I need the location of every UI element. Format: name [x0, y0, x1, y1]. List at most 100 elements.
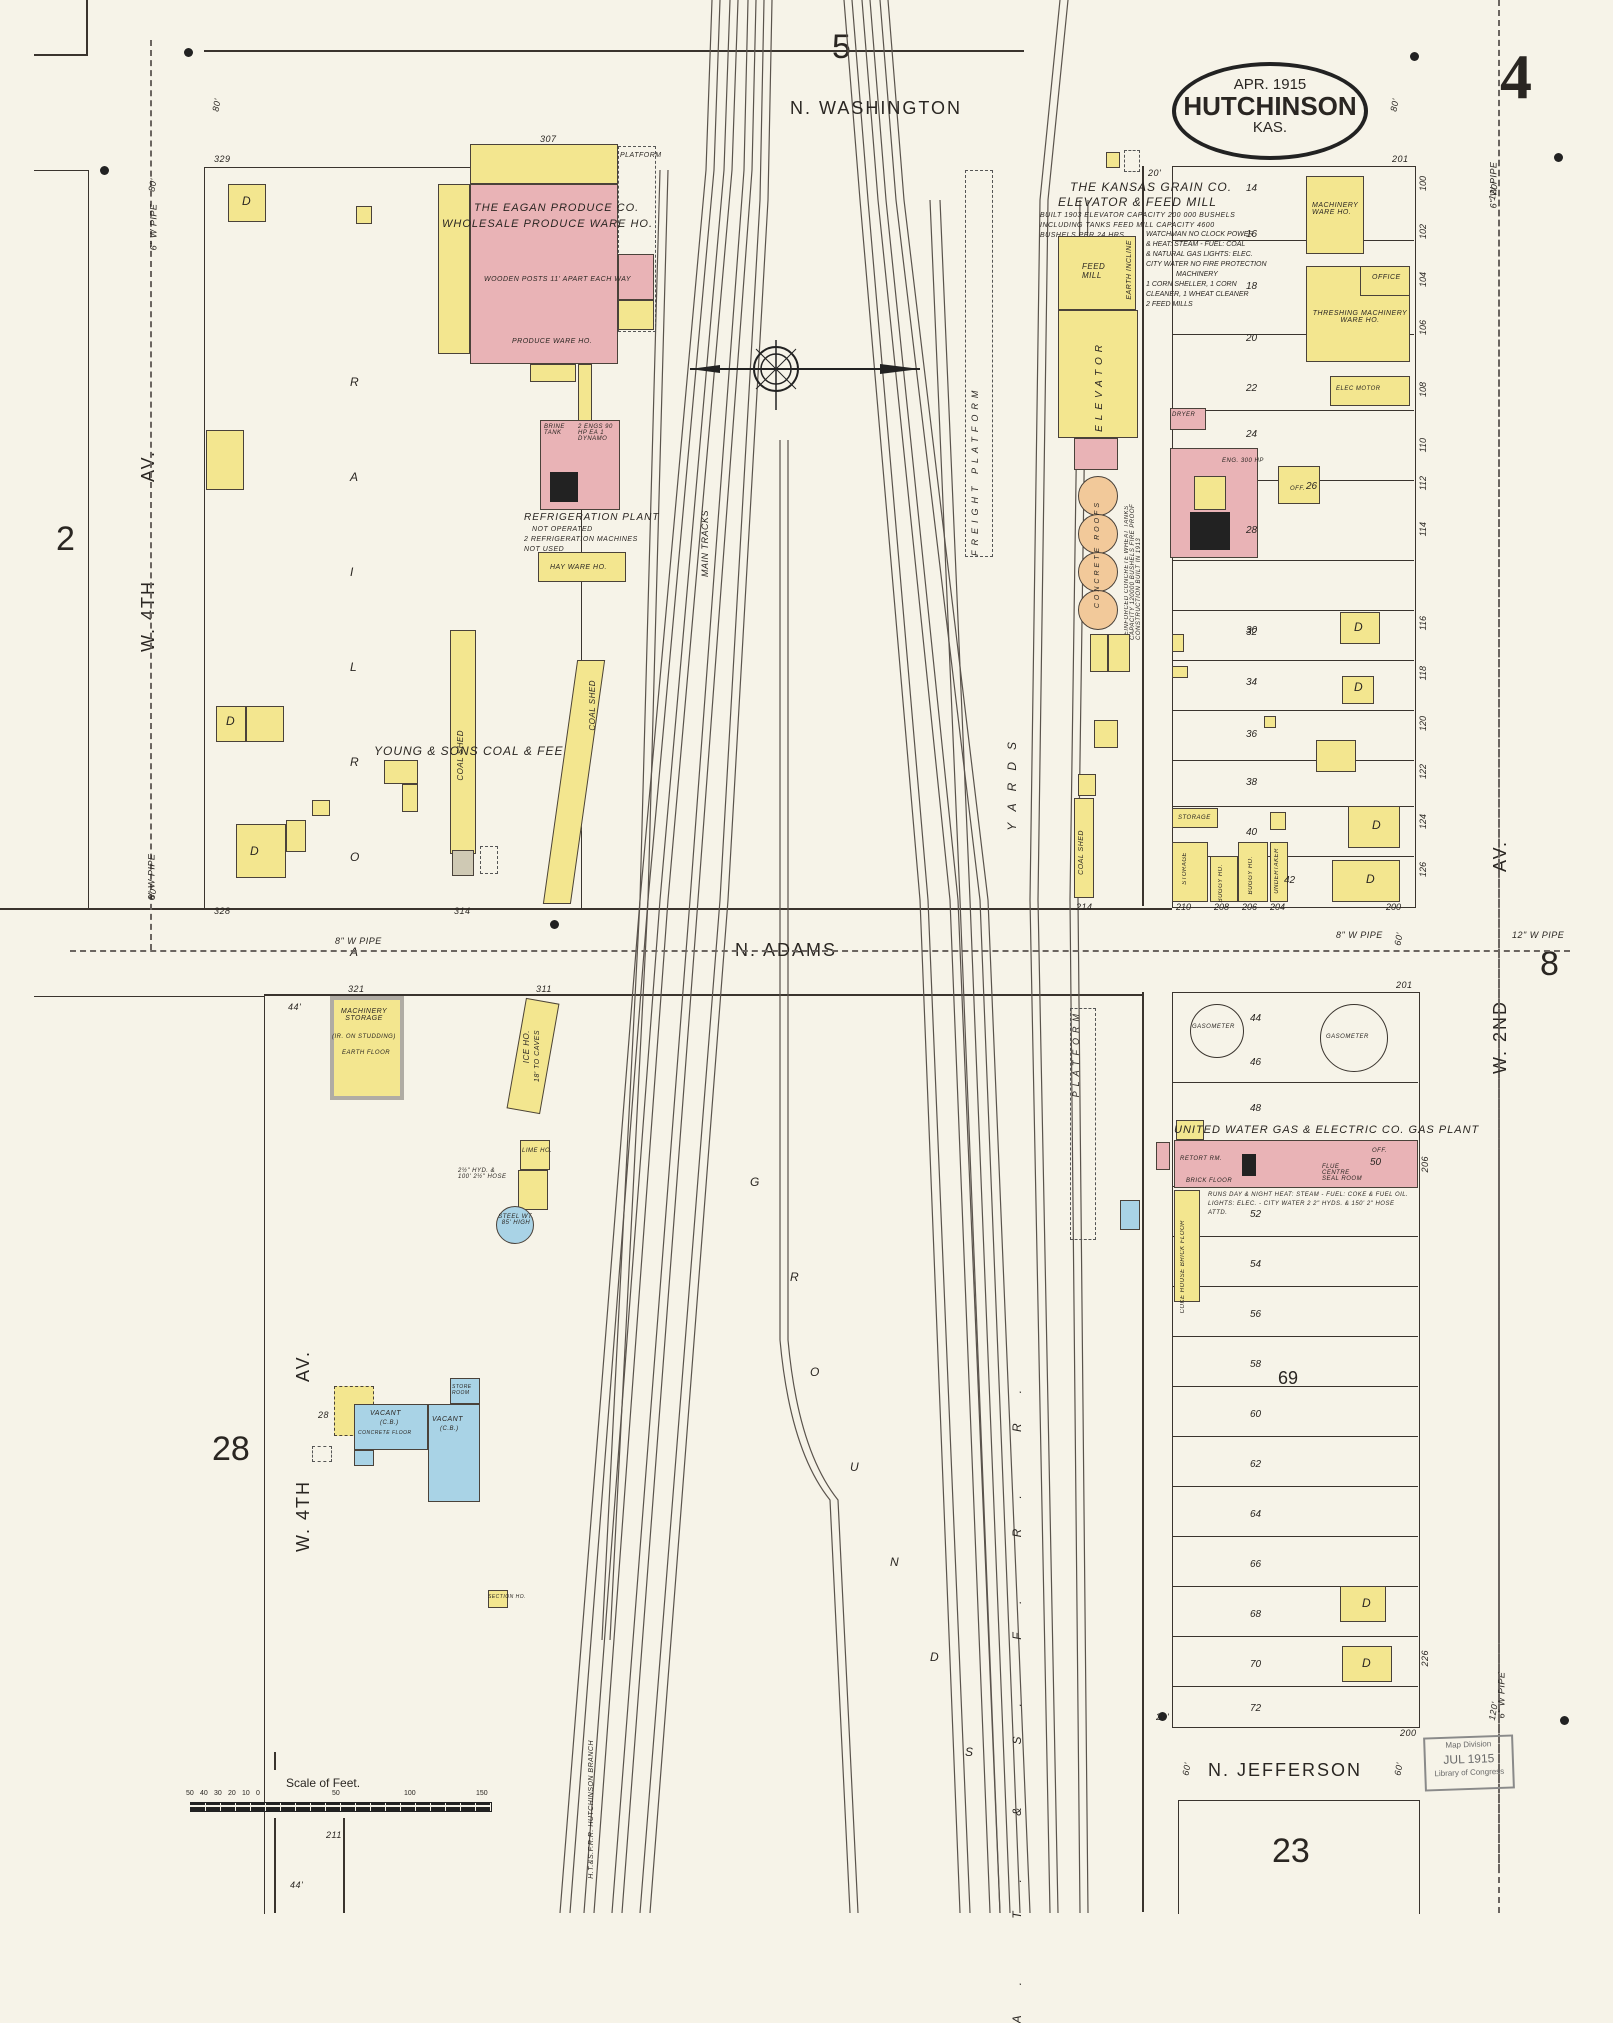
machinery-warehouse-label: MACHINERY WARE HO. [1312, 202, 1359, 216]
address-328: 328 [214, 906, 231, 916]
elevator [1058, 310, 1138, 438]
kansas-grain-sub: ELEVATOR & FEED MILL [1058, 195, 1217, 209]
street-av-top: AV. [138, 450, 158, 483]
pump-house [518, 1170, 548, 1210]
coal-shed-east-label: COAL SHED [588, 680, 597, 731]
label-spur-note: H.T.&S.F.R.R. HUTCHINSON BRANCH [588, 1740, 595, 1879]
machinery-storage [330, 996, 404, 1100]
adjacent-sheet-bottom-left: 28 [212, 1430, 250, 1468]
coke-house [1174, 1190, 1200, 1302]
refrigeration-brine: BRINE TANK [544, 424, 565, 436]
dwelling-70-label: D [1362, 1656, 1372, 1670]
gas-block-edge [1142, 992, 1144, 1912]
kansas-grain-name: THE KANSAS GRAIN CO. [1070, 180, 1233, 194]
railroad-tracks [559, 0, 1089, 1913]
eagan-east-annex [618, 254, 654, 300]
street-w-2nd: W. 2ND [1490, 1000, 1510, 1075]
address-201: 201 [1392, 154, 1409, 164]
earth-incline-label: EARTH INCLINE [1126, 240, 1133, 300]
address-200: 200 [1400, 1728, 1417, 1738]
library-stamp: Map Division JUL 1915 Library of Congres… [1423, 1734, 1515, 1792]
eagan-connector [578, 364, 592, 424]
machinery-storage-floor: EARTH FLOOR [342, 1050, 391, 1056]
address-329: 329 [214, 154, 231, 164]
grain-shed-3 [1078, 774, 1096, 796]
grain-block-edge [1142, 166, 1144, 906]
eagan-small-shed [530, 364, 576, 382]
young-sons-small-building [384, 760, 418, 784]
address-226: 226 [1420, 1650, 1430, 1667]
storage-north [1172, 808, 1218, 828]
threshing-warehouse-label: THRESHING MACHINERY WARE HO. [1312, 310, 1408, 324]
machinery-warehouse [1306, 176, 1364, 254]
freight-platform: FREIGHT PLATFORM [965, 170, 993, 557]
block-number: 69 [1278, 1368, 1299, 1388]
elevator-engine-room [1074, 438, 1118, 470]
grain-small-shed-4 [1094, 720, 1118, 748]
street-av-bottom: AV. [293, 1350, 313, 1383]
section-house [488, 1590, 508, 1608]
vacant-building-1 [354, 1404, 428, 1450]
cartouche-date: APR. 1915 [1233, 76, 1307, 93]
office-26-label: OFF. [1290, 486, 1305, 492]
eagan-posts-note: WOODEN POSTS 11' APART EACH WAY [484, 276, 632, 283]
adams-south-edge [264, 994, 1144, 996]
steel-tank-label: STEEL WT. 85' HIGH [498, 1214, 534, 1226]
eagan-side-annex [438, 184, 470, 354]
refrigeration-note2: 2 REFRIGERATION MACHINES [524, 536, 638, 543]
threshing-warehouse [1306, 266, 1410, 362]
dim-20-bottom: 20' [1156, 1712, 1170, 1722]
gas-plant-name: UNITED WATER GAS & ELECTRIC CO. GAS PLAN… [1174, 1124, 1480, 1136]
scale-ref-line-1 [274, 1752, 276, 1770]
threshing-office-label: OFFICE [1372, 274, 1401, 281]
eagan-platform-label: PLATFORM [620, 152, 662, 159]
vacant-2-sub: (C.B.) [440, 1426, 459, 1432]
platform-south: PLATFORM [1070, 1008, 1096, 1240]
cartouche-city: HUTCHINSON [1183, 91, 1357, 121]
kansas-grain-note-1: BUILT 1903 ELEVATOR CAPACITY 200 000 BUS… [1040, 212, 1236, 219]
street-n-washington: N. WASHINGTON [790, 98, 963, 118]
grain-small-shed-1 [1090, 634, 1108, 672]
dim-44-top: 44' [288, 1002, 302, 1012]
lime-house [520, 1140, 550, 1170]
refrigeration-name: REFRIGERATION PLANT [524, 512, 660, 523]
ice-house-address: 311 [536, 984, 552, 994]
gas-plant-off: OFF. [1372, 1148, 1387, 1154]
coke-house-label: COKE HOUSE BRICK FLOOR [1180, 1220, 1186, 1314]
young-sons-small-building-2 [402, 784, 418, 812]
scale-ref-line-2 [274, 1818, 276, 1913]
dim-44-bottom: 44' [290, 1880, 304, 1890]
dwelling-68-label: D [1362, 1596, 1372, 1610]
cartouche-state: KAS. [1252, 119, 1288, 136]
feed-mill [1058, 236, 1136, 310]
concrete-tank-cover [1120, 1200, 1140, 1230]
address-28: 28 [318, 1410, 330, 1420]
pipe-label-4: 8" W PIPE [1336, 930, 1383, 940]
address-214: 214 [1076, 902, 1093, 912]
eagan-produce-warehouse [470, 184, 618, 364]
buggy-house-2-label: BUGGY HO. [1248, 856, 1254, 895]
eagan-annex-label: PRODUCE WARE HO. [512, 338, 593, 345]
kansas-grain-details: WATCHMAN NO CLOCK POWER & HEAT: STEAM - … [1146, 231, 1267, 308]
scale-ref-line-3 [343, 1818, 345, 1913]
hay-warehouse [538, 552, 626, 582]
water-pipe-adams [70, 950, 1570, 952]
gas-plant-center: FLUE CENTRE SEAL ROOM [1322, 1164, 1363, 1182]
kansas-grain-note-3: BUSHELS PER 24 HRS. [1040, 232, 1127, 239]
gas-plant-generator [1242, 1154, 1256, 1176]
pipe-label-3: 8" W PIPE [335, 936, 382, 946]
refrigeration-note1: NOT OPERATED [532, 526, 593, 533]
young-sons-label: YOUNG & SONS COAL & FEED [374, 744, 574, 758]
dwelling-68 [1340, 1586, 1386, 1622]
grain-small-shed-2 [1108, 634, 1130, 672]
elevator-label: ELEVATOR [1094, 340, 1105, 432]
young-sons-office [452, 850, 474, 876]
title-cartouche: APR. 1915 HUTCHINSON KAS. [1172, 62, 1368, 160]
gasometer-2 [1320, 1004, 1388, 1072]
dryer-building [1170, 408, 1206, 430]
office-building-26 [1278, 466, 1320, 504]
eagan-sub: WHOLESALE PRODUCE WARE HO. [442, 218, 653, 230]
vacant-1-sub: (C.B.) [380, 1420, 399, 1426]
grain-small-north [1106, 152, 1120, 168]
storage-south [1172, 842, 1208, 902]
